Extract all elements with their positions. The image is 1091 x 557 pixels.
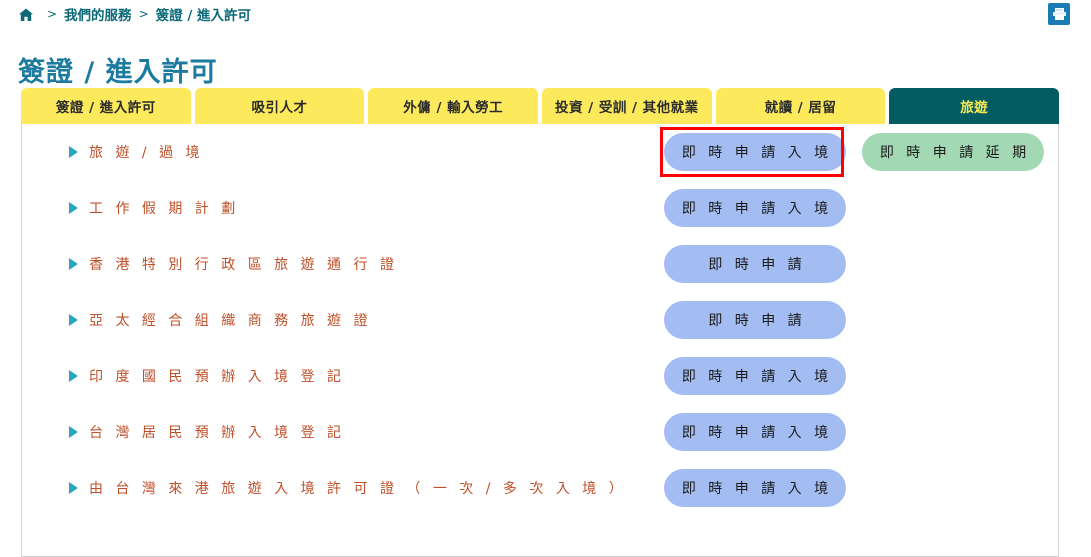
- breadcrumb-item-visa[interactable]: 簽證 / 進入許可: [155, 8, 251, 24]
- apply-now-button[interactable]: 即 時 申 請 入 境: [664, 133, 846, 171]
- action-button-group: 即 時 申 請 入 境: [664, 404, 846, 460]
- breadcrumb-separator-1: >: [47, 7, 58, 21]
- service-list: 旅 遊 / 過 境即 時 申 請 入 境即 時 申 請 延 期工 作 假 期 計…: [22, 124, 1058, 516]
- service-label-cell: 由 台 灣 來 港 旅 遊 入 境 許 可 證 （ 一 次 / 多 次 入 境 …: [22, 478, 623, 498]
- table-row: 台 灣 居 民 預 辦 入 境 登 記即 時 申 請 入 境: [22, 404, 1058, 460]
- tab-attract-talent[interactable]: 吸引人才: [194, 88, 365, 124]
- table-row: 印 度 國 民 預 辦 入 境 登 記即 時 申 請 入 境: [22, 348, 1058, 404]
- print-icon-top: [1054, 8, 1064, 12]
- home-icon[interactable]: [18, 7, 34, 23]
- tab-investment-training-other-employment[interactable]: 投資 / 受訓 / 其他就業: [542, 88, 712, 124]
- apply-now-button[interactable]: 即 時 申 請 入 境: [664, 357, 846, 395]
- table-row: 香 港 特 別 行 政 區 旅 遊 通 行 證即 時 申 請: [22, 236, 1058, 292]
- service-label-cell: 香 港 特 別 行 政 區 旅 遊 通 行 證: [22, 254, 622, 274]
- apply-now-button[interactable]: 即 時 申 請 入 境: [664, 413, 846, 451]
- action-button-group: 即 時 申 請 入 境: [664, 348, 846, 404]
- triangle-right-icon: [69, 482, 78, 494]
- apply-now-button[interactable]: 即 時 申 請 入 境: [664, 189, 846, 227]
- service-label-cell: 台 灣 居 民 預 辦 入 境 登 記: [22, 422, 622, 442]
- breadcrumb-item-services[interactable]: 我們的服務: [64, 8, 132, 24]
- triangle-right-icon: [69, 202, 78, 214]
- apply-now-button[interactable]: 即 時 申 請: [664, 301, 846, 339]
- tab-visa-entry-permit[interactable]: 簽證 / 進入許可: [21, 88, 191, 124]
- triangle-right-icon: [69, 314, 78, 326]
- action-button-group: 即 時 申 請 入 境: [664, 180, 846, 236]
- action-button-group: 即 時 申 請 入 境即 時 申 請 延 期: [664, 124, 1044, 180]
- tab-domestic-helper-imported-labour[interactable]: 外傭 / 輸入勞工: [368, 88, 539, 124]
- table-row: 旅 遊 / 過 境 即 時 申 請 入 境即 時 申 請 延 期: [22, 124, 1058, 180]
- print-icon-bottom: [1054, 15, 1064, 20]
- breadcrumb-separator-2: >: [138, 7, 149, 21]
- breadcrumb: > 我們的服務 > 簽證 / 進入許可: [18, 2, 251, 26]
- apply-now-button[interactable]: 即 時 申 請 入 境: [664, 469, 846, 507]
- service-link[interactable]: 旅 遊 / 過 境: [89, 145, 204, 161]
- service-label-cell: 工 作 假 期 計 劃: [22, 198, 622, 218]
- service-link[interactable]: 印 度 國 民 預 辦 入 境 登 記: [89, 369, 346, 385]
- apply-now-button[interactable]: 即 時 申 請: [664, 245, 846, 283]
- page-title: 簽證 / 進入許可: [18, 57, 218, 89]
- service-label-cell: 印 度 國 民 預 辦 入 境 登 記: [22, 366, 622, 386]
- apply-extension-button[interactable]: 即 時 申 請 延 期: [862, 133, 1044, 171]
- content-panel: 旅 遊 / 過 境即 時 申 請 入 境即 時 申 請 延 期工 作 假 期 計…: [21, 124, 1059, 557]
- triangle-right-icon: [69, 426, 78, 438]
- triangle-right-icon: [69, 370, 78, 382]
- triangle-right-icon: [69, 146, 78, 158]
- service-link[interactable]: 由 台 灣 來 港 旅 遊 入 境 許 可 證 （ 一 次 / 多 次 入 境 …: [89, 481, 627, 497]
- table-row: 亞 太 經 合 組 織 商 務 旅 遊 證即 時 申 請: [22, 292, 1058, 348]
- table-row: 工 作 假 期 計 劃即 時 申 請 入 境: [22, 180, 1058, 236]
- service-label-cell: 旅 遊 / 過 境: [22, 142, 622, 162]
- print-icon-body: [1052, 12, 1066, 16]
- service-link[interactable]: 台 灣 居 民 預 辦 入 境 登 記: [89, 425, 346, 441]
- service-label-cell: 亞 太 經 合 組 織 商 務 旅 遊 證: [22, 310, 622, 330]
- action-button-group: 即 時 申 請: [664, 236, 846, 292]
- service-link[interactable]: 工 作 假 期 計 劃: [89, 201, 240, 217]
- print-icon[interactable]: [1048, 3, 1070, 25]
- tab-travel[interactable]: 旅遊: [889, 88, 1060, 124]
- service-link[interactable]: 亞 太 經 合 組 織 商 務 旅 遊 證: [89, 313, 372, 329]
- tab-bar: 簽證 / 進入許可 吸引人才 外傭 / 輸入勞工 投資 / 受訓 / 其他就業 …: [21, 88, 1060, 124]
- action-button-group: 即 時 申 請: [664, 292, 846, 348]
- triangle-right-icon: [69, 258, 78, 270]
- action-button-group: 即 時 申 請 入 境: [664, 460, 846, 516]
- print-icon-glyph: [1052, 8, 1066, 20]
- tab-study-residence[interactable]: 就讀 / 居留: [715, 88, 886, 124]
- service-link[interactable]: 香 港 特 別 行 政 區 旅 遊 通 行 證: [89, 257, 398, 273]
- table-row: 由 台 灣 來 港 旅 遊 入 境 許 可 證 （ 一 次 / 多 次 入 境 …: [22, 460, 1058, 516]
